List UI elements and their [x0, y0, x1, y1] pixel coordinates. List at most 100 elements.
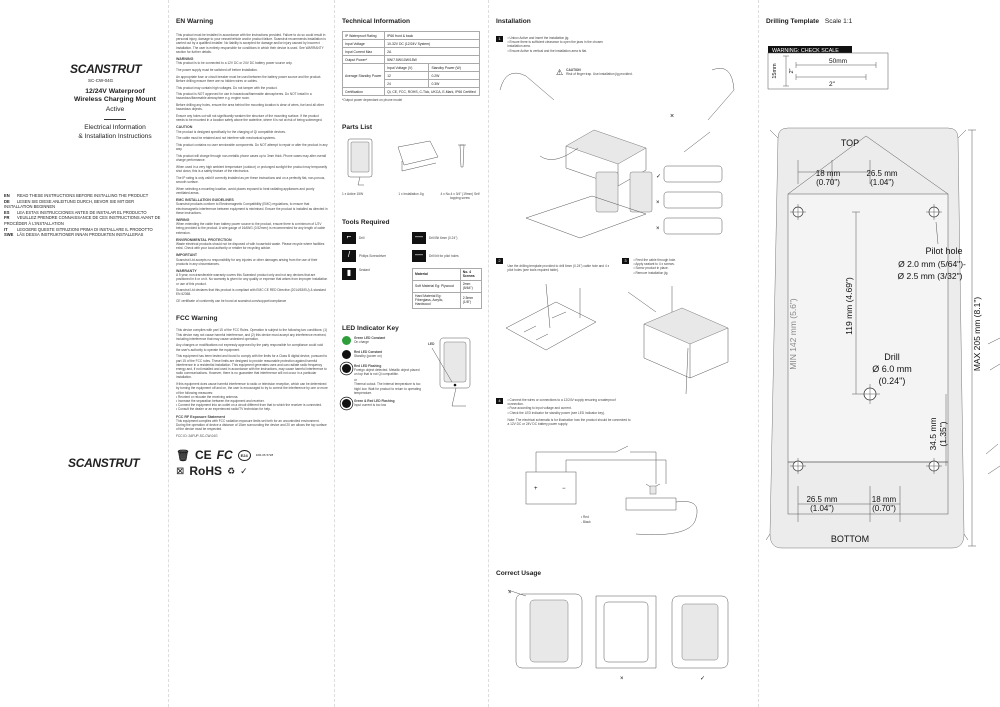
bottom-label: BOTTOM: [831, 534, 869, 544]
model-number: SC-CW-04G: [88, 78, 114, 83]
pilot-hole-bl: [790, 458, 806, 474]
pilot-hole-tl: [790, 204, 806, 220]
wrong-mark: ×: [620, 676, 624, 682]
template-scale: Scale 1:1: [824, 18, 853, 25]
step-1-badge: 1: [496, 36, 503, 42]
step-4-badge: 4: [496, 398, 503, 404]
product-title-3: Active: [105, 106, 125, 113]
dim-18mm-bottom: 18 mm: [872, 495, 897, 504]
drill-icon: ⌐: [342, 231, 356, 244]
template-panel: Drilling Template Scale 1:1 WARNING: CHE…: [766, 0, 1000, 707]
pilot-hole-tr: [926, 204, 942, 220]
divider: [104, 119, 126, 120]
pilot-bit-icon: —: [412, 249, 426, 262]
template-title: Drilling Template: [766, 18, 820, 25]
rohs-mark: RoHS: [189, 464, 223, 479]
dim-18mm-top-in: (0.70"): [816, 178, 840, 187]
step-2-badge: 2: [496, 258, 503, 264]
step-3-badge: 3: [622, 258, 629, 264]
jig-sketch: [397, 140, 439, 172]
ce-mark: CE: [194, 448, 212, 463]
tool-label: Drill bit for pilot holes: [429, 253, 459, 258]
battery-sketch: [525, 471, 577, 505]
part-label: 1 x Active 15W: [342, 192, 364, 197]
scale-check-label: WARNING: CHECK SCALE: [772, 48, 839, 54]
compliance-marks: 🗑 CE FC E24 10R-06 5728: [176, 448, 328, 462]
tool-label: Philips Screwdriver: [359, 253, 387, 258]
led-title: LED Indicator Key: [342, 324, 399, 332]
brand-logo-bottom: SCANSTRUT: [68, 456, 140, 470]
info-line-1: Electrical Information: [84, 124, 146, 131]
recycle-icon: ♻: [227, 465, 236, 476]
screwdriver-icon: /: [342, 249, 356, 262]
led-pointer-label: LED: [428, 341, 435, 346]
wrong-mark: ×: [508, 590, 512, 596]
dim-34mm-in: (1.35"): [938, 421, 948, 446]
ukca-icon: ⊠: [176, 465, 185, 477]
warning-body: This product must be installed in accord…: [176, 33, 328, 304]
sealant-icon: ▮: [342, 267, 356, 280]
wire-black-label: - Black: [581, 520, 591, 524]
cover-panel: SCANSTRUT SC-CW-04G 12/24V Waterproof Wi…: [0, 0, 168, 707]
drill-bit-icon: —: [412, 231, 426, 244]
drilling-template: WARNING: CHECK SCALE 50mm 2" 15mm 2" TOP…: [766, 46, 1000, 549]
svg-text:+: +: [534, 486, 538, 492]
dim-max-height: MAX 205 mm (8.1"): [972, 297, 982, 372]
drill-label: Drill: [884, 352, 900, 362]
ctick-icon: ✓: [240, 465, 248, 476]
correct-mark: ✓: [700, 676, 705, 682]
device-base-sketch: [625, 497, 677, 511]
step-1-illustration: × ✓ × ×: [499, 68, 735, 239]
parts-illustration: [347, 138, 466, 186]
caution-icon: ⚠: [556, 68, 564, 77]
pilot-hole-size-2: Ø 2.5 mm (3/32"): [898, 271, 963, 281]
fcc-title: FCC Warning: [176, 315, 218, 323]
info-line-2: & Installation Instructions: [78, 132, 152, 140]
brand-logo: SCANSTRUT: [70, 62, 142, 76]
installation-panel: Installation 1 • Unbox Active and insert…: [496, 0, 754, 707]
weee-icon: 🗑: [176, 449, 190, 462]
dim-119mm: 119 mm (4.69"): [844, 277, 854, 335]
tech-title: Technical Information: [342, 18, 411, 25]
fcc-body: This device complies with part 15 of the…: [176, 328, 328, 438]
tool-label: Drill Bit 6mm (0.24"): [429, 235, 458, 240]
tech-panel: Technical Information IP Waterproof Rati…: [341, 0, 483, 707]
dim-34mm: 34.5 mm: [928, 417, 938, 450]
pilot-hole-size-1: Ø 2.0 mm (5/64")-: [898, 259, 966, 269]
correct-usage-title: Correct Usage: [496, 570, 542, 577]
dim-26mm-top: 26.5 mm: [866, 169, 897, 178]
scale-check-vin: 2": [789, 68, 795, 73]
dim-26mm-bottom-in: (1.04"): [810, 504, 834, 513]
top-label: TOP: [841, 138, 859, 148]
product-title-1: 12/24V Waterproof: [85, 88, 145, 95]
correct-usage-illustration: × × ✓: [507, 589, 729, 682]
led-red-icon: [342, 349, 351, 359]
wire-red-label: • Red: [581, 515, 589, 519]
emark-code: 10R-06 5728: [255, 453, 274, 458]
pilot-hole-br: [926, 458, 942, 474]
emark-icon: E24: [237, 449, 251, 461]
svg-text:−: −: [562, 486, 566, 492]
screw-icon: [458, 144, 466, 168]
fcc-mark: FC: [216, 448, 233, 463]
parts-title: Parts List: [342, 124, 373, 132]
pilot-hole-label: Pilot hole: [925, 246, 962, 256]
correct-mark: ✓: [656, 174, 661, 180]
scale-check-mm: 50mm: [829, 58, 847, 65]
dim-18mm-bottom-in: (0.70"): [872, 504, 896, 513]
step-2-3-illustration: [505, 283, 729, 395]
dim-18mm-top: 18 mm: [816, 169, 841, 178]
wiring-schematic: + −: [525, 445, 698, 535]
led-green-icon: [342, 335, 351, 345]
wrong-mark: ×: [656, 200, 660, 206]
drill-size-in: (0.24"): [879, 376, 906, 386]
dim-min-height: MIN 142 mm (5.6"): [788, 298, 798, 370]
